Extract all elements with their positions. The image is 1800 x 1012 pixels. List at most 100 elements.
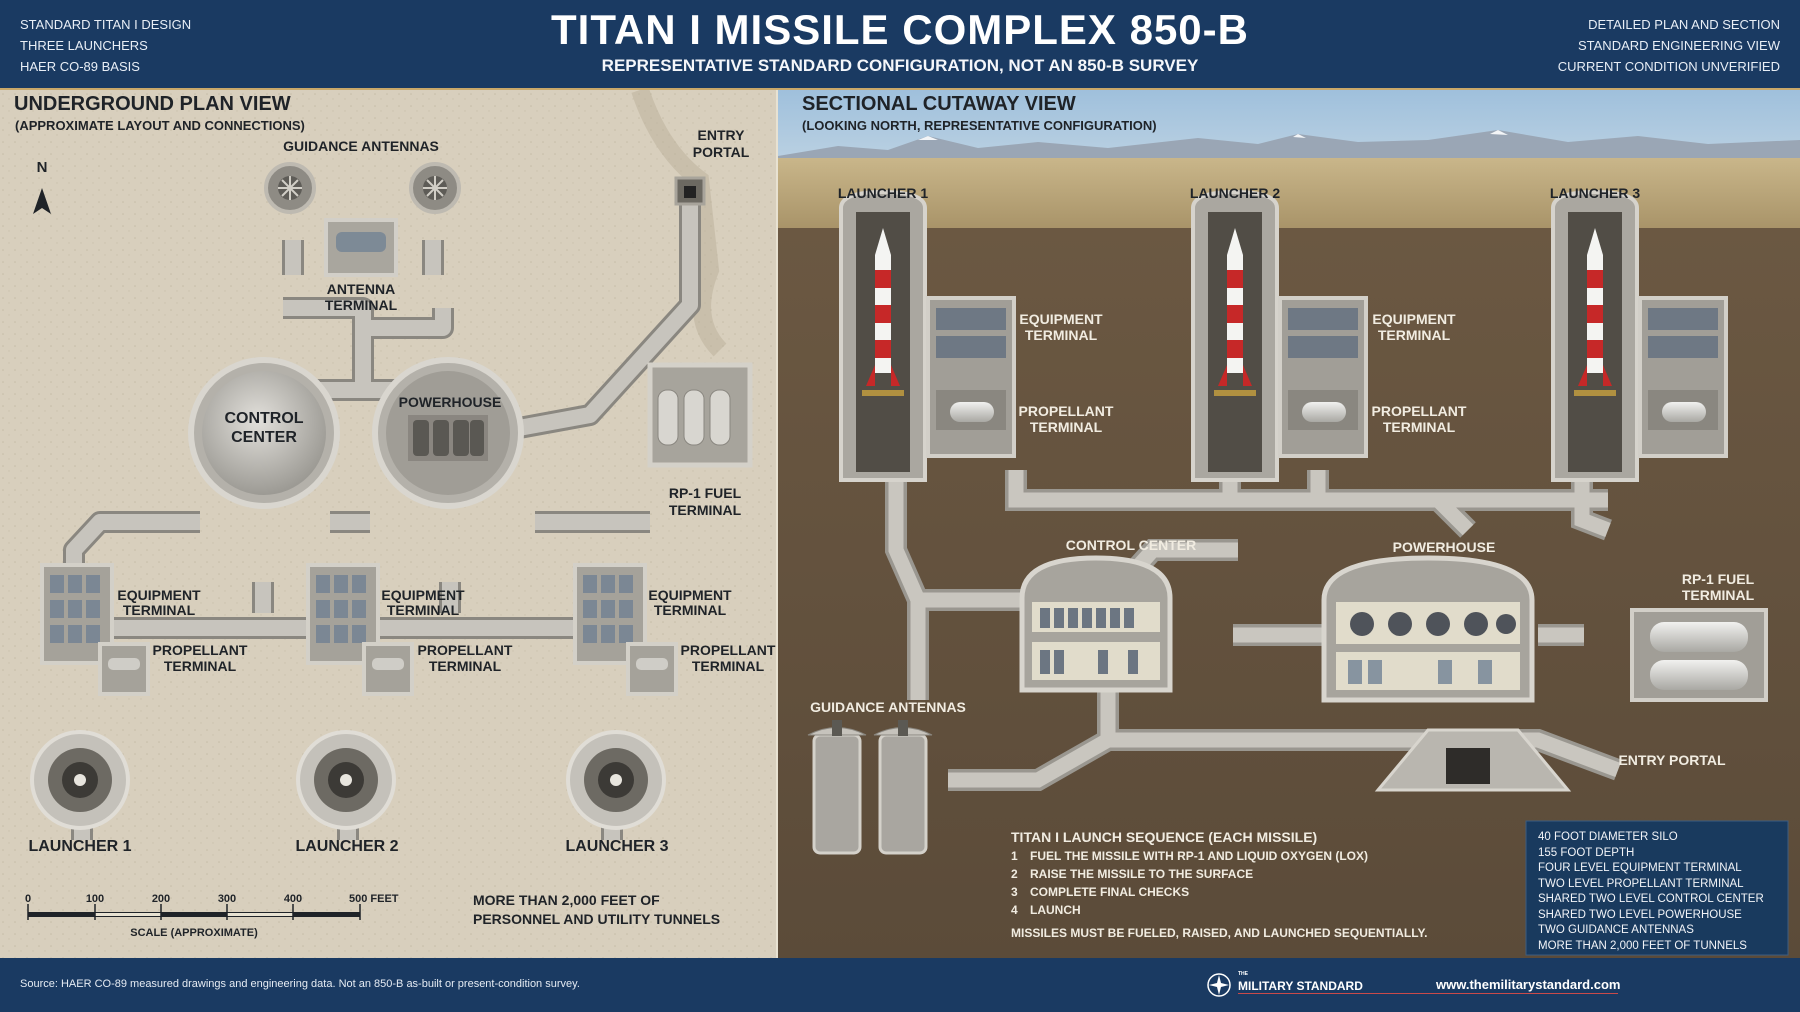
panel-divider [776,90,778,958]
launch-step-number: 2 [1011,867,1018,881]
plan-label-powerhouse: POWERHOUSE [399,394,502,410]
section-label-equipment-terminal: TERMINAL [1025,327,1098,343]
plan-label-propellant: PROPELLANT [418,642,513,658]
plan-subtitle: (APPROXIMATE LAYOUT AND CONNECTIONS) [15,118,305,133]
section-label-propellant-terminal: TERMINAL [1383,419,1456,435]
section-label-launcher-3: LAUNCHER 3 [1550,185,1640,201]
plan-label-propellant-terminal: TERMINAL [164,658,237,674]
brand-prefix: THE [1238,971,1248,977]
plan-guidance-antennas [264,162,461,214]
section-label-guidance-antennas: GUIDANCE ANTENNAS [810,699,966,715]
plan-label-equipment: EQUIPMENT [381,587,465,603]
north-arrow: N [33,159,51,214]
plan-label-equipment-terminal: TERMINAL [387,602,460,618]
section-label-equipment: EQUIPMENT [1019,311,1103,327]
section-silo-1 [839,189,927,482]
plan-label-launcher-3: LAUNCHER 3 [565,838,668,855]
launch-sequence-note: MISSILES MUST BE FUELED, RAISED, AND LAU… [1011,926,1427,940]
mountains [778,130,1800,160]
page-subtitle: REPRESENTATIVE STANDARD CONFIGURATION, N… [601,56,1199,75]
plan-label-control: CONTROL [224,410,303,427]
scale-tick: 300 [218,893,236,905]
plan-rp1-terminal [647,362,753,468]
plan-label-launcher-1: LAUNCHER 1 [28,838,131,855]
plan-label-rp1-terminal: TERMINAL [669,502,742,518]
plan-label-launcher-2: LAUNCHER 2 [295,838,398,855]
fact-item: 155 FOOT DEPTH [1538,847,1634,859]
plan-label-equipment: EQUIPMENT [117,587,201,603]
section-silo-2 [1191,189,1279,482]
header-note: THREE LAUNCHERS [20,38,148,53]
plan-tunnel-note: PERSONNEL AND UTILITY TUNNELS [473,911,720,927]
header-right-notes: DETAILED PLAN AND SECTION STANDARD ENGIN… [1558,14,1780,77]
plains [778,158,1800,230]
plan-label-propellant-terminal: TERMINAL [692,658,765,674]
header-bar: STANDARD TITAN I DESIGN THREE LAUNCHERS … [0,0,1800,90]
plan-label-propellant: PROPELLANT [153,642,248,658]
fact-item: SHARED TWO LEVEL POWERHOUSE [1538,909,1742,921]
fact-item: TWO GUIDANCE ANTENNAS [1538,924,1694,936]
section-label-launcher-1: LAUNCHER 1 [838,185,928,201]
section-label-propellant: PROPELLANT [1019,403,1114,419]
section-terminals-1 [926,296,1016,458]
brand-label: MILITARY STANDARD [1238,979,1363,993]
launch-sequence-title: TITAN I LAUNCH SEQUENCE (EACH MISSILE) [1011,829,1317,845]
plan-title: UNDERGROUND PLAN VIEW [14,93,291,115]
section-label-equipment: EQUIPMENT [1372,311,1456,327]
plan-label-rp1: RP-1 FUEL [669,485,742,501]
section-powerhouse [1321,555,1535,703]
plan-launcher-complex-1 [30,563,150,830]
header-left-notes: STANDARD TITAN I DESIGN THREE LAUNCHERS … [20,14,191,77]
scale-tick: 400 [284,893,302,905]
section-control-center [1019,555,1173,693]
plan-label-equipment-terminal: TERMINAL [123,602,196,618]
scale-tick: 0 [25,893,31,905]
plan-launcher-complex-3 [566,563,678,830]
plan-label-propellant-terminal: TERMINAL [429,658,502,674]
launch-step-number: 1 [1011,849,1018,863]
section-view-drawing: SECTIONAL CUTAWAY VIEW (LOOKING NORTH, R… [778,90,1800,958]
plan-tunnel-note: MORE THAN 2,000 FEET OF [473,892,660,908]
launch-step-number: 4 [1011,903,1018,917]
brand-name: THE MILITARY STANDARD [1238,971,1363,993]
military-standard-logo-icon [1207,973,1231,997]
header-note: STANDARD ENGINEERING VIEW [1577,38,1780,53]
fact-item: MORE THAN 2,000 FEET OF TUNNELS [1538,940,1747,952]
section-label-propellant: PROPELLANT [1372,403,1467,419]
header-note: DETAILED PLAN AND SECTION [1588,17,1780,32]
scale-tick: 200 [152,893,170,905]
scale-tick: 500 FEET [349,893,399,905]
section-label-rp1-terminal: TERMINAL [1682,587,1755,603]
plan-view-drawing: N UNDERGROUND PLAN VIEW (APPROXIMATE LAY… [0,90,776,958]
launch-step-text: COMPLETE FINAL CHECKS [1030,885,1189,899]
launch-step-text: RAISE THE MISSILE TO THE SURFACE [1030,867,1253,881]
plan-label-guidance-antennas: GUIDANCE ANTENNAS [283,138,439,154]
scale-bar: 0 100 200 300 400 500 FEET SCALE (APPROX… [25,893,399,939]
section-label-entry-portal: ENTRY PORTAL [1618,752,1726,768]
section-subtitle: (LOOKING NORTH, REPRESENTATIVE CONFIGURA… [802,118,1157,133]
plan-label-antenna: ANTENNA [327,281,395,297]
scale-label: SCALE (APPROXIMATE) [130,927,258,939]
plan-launcher-complex-2 [296,563,414,830]
fact-item: SHARED TWO LEVEL CONTROL CENTER [1538,893,1764,905]
section-label-powerhouse: POWERHOUSE [1393,539,1496,555]
fact-item: FOUR LEVEL EQUIPMENT TERMINAL [1538,862,1742,874]
section-rp1-terminal [1630,608,1768,702]
header-note: HAER CO-89 BASIS [20,59,140,74]
plan-powerhouse [372,357,524,509]
section-label-launcher-2: LAUNCHER 2 [1190,185,1280,201]
plan-label-propellant: PROPELLANT [681,642,776,658]
section-label-control-center: CONTROL CENTER [1066,537,1196,553]
section-label-propellant-terminal: TERMINAL [1030,419,1103,435]
facts-box: 40 FOOT DIAMETER SILO 155 FOOT DEPTH FOU… [1525,820,1789,956]
section-label-equipment-terminal: TERMINAL [1378,327,1451,343]
north-label: N [37,159,48,176]
website-link[interactable]: www.themilitarystandard.com [1436,977,1621,992]
launch-step-text: FUEL THE MISSILE WITH RP-1 AND LIQUID OX… [1030,849,1368,863]
fact-item: 40 FOOT DIAMETER SILO [1538,831,1678,843]
section-entry-portal [1374,728,1572,792]
plan-label-center: CENTER [231,429,297,446]
page-title: TITAN I MISSILE COMPLEX 850-B [551,6,1249,53]
scale-tick: 100 [86,893,104,905]
section-title: SECTIONAL CUTAWAY VIEW [802,93,1076,115]
